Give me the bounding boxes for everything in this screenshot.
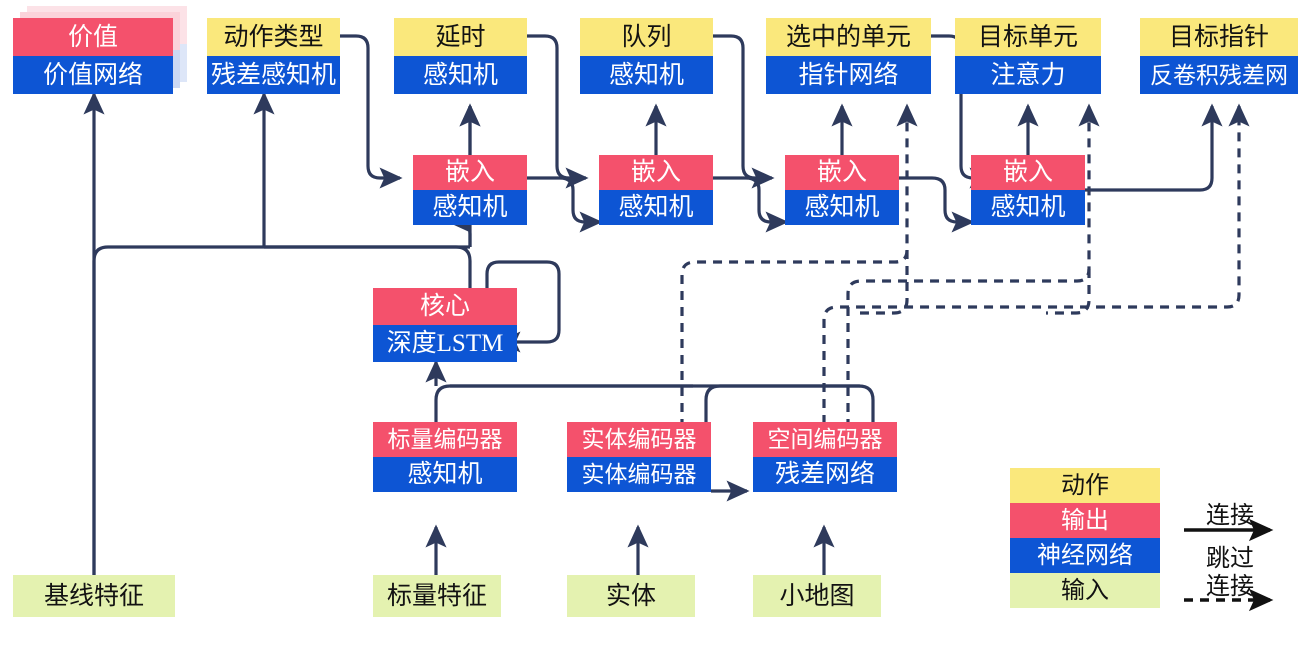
legend-swatches: 动作 输出 神经网络 输入 xyxy=(1010,468,1160,608)
output-head-delay[interactable]: 延时 感知机 xyxy=(394,18,527,94)
core-node-bottom: 深度LSTM xyxy=(373,325,517,362)
encoder-entity[interactable]: 实体编码器 实体编码器 xyxy=(567,422,711,492)
embedding-node-2-top: 嵌入 xyxy=(599,155,713,190)
embedding-node-3-bottom: 感知机 xyxy=(785,190,899,225)
input-baseline-features[interactable]: 基线特征 xyxy=(13,575,175,617)
output-head-selected-unit-top: 选中的单元 xyxy=(766,18,931,56)
output-head-selected-unit-bottom: 指针网络 xyxy=(766,56,931,94)
output-head-action-type-bottom: 残差感知机 xyxy=(207,56,340,94)
output-head-queue-bottom: 感知机 xyxy=(580,56,713,94)
legend-swatch-input: 输入 xyxy=(1010,573,1160,608)
output-head-delay-top: 延时 xyxy=(394,18,527,56)
embedding-node-1-bottom: 感知机 xyxy=(413,190,527,225)
encoder-spatial[interactable]: 空间编码器 残差网络 xyxy=(753,422,897,492)
output-head-selected-unit[interactable]: 选中的单元 指针网络 xyxy=(766,18,931,94)
output-head-value-top: 价值 xyxy=(13,18,173,56)
output-head-action-type[interactable]: 动作类型 残差感知机 xyxy=(207,18,340,94)
legend-skip-label-line1: 跳过 xyxy=(1206,546,1254,572)
output-head-target-point-top: 目标指针 xyxy=(1140,18,1298,56)
output-head-target-point-bottom: 反卷积残差网 xyxy=(1140,56,1298,94)
output-head-queue[interactable]: 队列 感知机 xyxy=(580,18,713,94)
output-head-delay-bottom: 感知机 xyxy=(394,56,527,94)
legend-swatch-action: 动作 xyxy=(1010,468,1160,503)
embedding-node-2[interactable]: 嵌入 感知机 xyxy=(599,155,713,225)
output-head-target-point[interactable]: 目标指针 反卷积残差网 xyxy=(1140,18,1298,94)
output-head-value-bottom: 价值网络 xyxy=(13,56,173,94)
input-entities-label: 实体 xyxy=(567,575,695,617)
legend-connection-label: 连接 xyxy=(1206,503,1254,529)
output-head-queue-top: 队列 xyxy=(580,18,713,56)
encoder-entity-top: 实体编码器 xyxy=(567,422,711,457)
embedding-node-4-bottom: 感知机 xyxy=(971,190,1085,225)
encoder-entity-bottom: 实体编码器 xyxy=(567,457,711,492)
core-node-top: 核心 xyxy=(373,288,517,325)
legend-skip-label-line2: 连接 xyxy=(1206,574,1254,600)
input-minimap-label: 小地图 xyxy=(753,575,881,617)
embedding-node-1-top: 嵌入 xyxy=(413,155,527,190)
embedding-node-3[interactable]: 嵌入 感知机 xyxy=(785,155,899,225)
encoder-scalar-bottom: 感知机 xyxy=(373,457,517,492)
encoder-spatial-bottom: 残差网络 xyxy=(753,457,897,492)
input-minimap[interactable]: 小地图 xyxy=(753,575,881,617)
output-head-value[interactable]: 价值 价值网络 xyxy=(13,18,173,94)
embedding-node-2-bottom: 感知机 xyxy=(599,190,713,225)
output-head-action-type-top: 动作类型 xyxy=(207,18,340,56)
encoder-scalar[interactable]: 标量编码器 感知机 xyxy=(373,422,517,492)
embedding-node-1[interactable]: 嵌入 感知机 xyxy=(413,155,527,225)
core-node[interactable]: 核心 深度LSTM xyxy=(373,288,517,362)
input-scalar-features[interactable]: 标量特征 xyxy=(373,575,501,617)
legend-swatch-output: 输出 xyxy=(1010,503,1160,538)
legend-swatch-network: 神经网络 xyxy=(1010,538,1160,573)
input-baseline-features-label: 基线特征 xyxy=(13,575,175,617)
input-entities[interactable]: 实体 xyxy=(567,575,695,617)
output-head-target-unit-bottom: 注意力 xyxy=(955,56,1101,94)
embedding-node-4-top: 嵌入 xyxy=(971,155,1085,190)
embedding-node-4[interactable]: 嵌入 感知机 xyxy=(971,155,1085,225)
encoder-spatial-top: 空间编码器 xyxy=(753,422,897,457)
input-scalar-features-label: 标量特征 xyxy=(373,575,501,617)
embedding-node-3-top: 嵌入 xyxy=(785,155,899,190)
encoder-scalar-top: 标量编码器 xyxy=(373,422,517,457)
output-head-target-unit[interactable]: 目标单元 注意力 xyxy=(955,18,1101,94)
output-head-target-unit-top: 目标单元 xyxy=(955,18,1101,56)
